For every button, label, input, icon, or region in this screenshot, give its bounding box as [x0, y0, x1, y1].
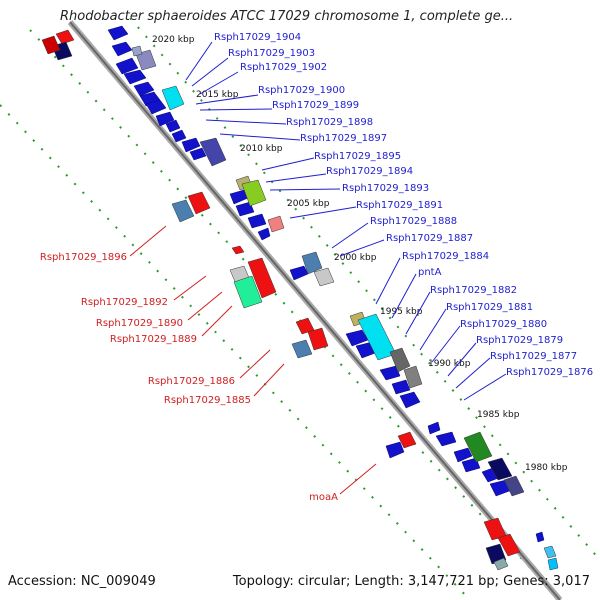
accession-label: Accession: NC_009049 — [8, 574, 156, 589]
reverse-gene-features[interactable] — [41, 29, 521, 571]
gene-label[interactable]: Rsph17029_1899 — [272, 100, 359, 111]
reverse-gene-labels: Rsph17029_1896 Rsph17029_1892 Rsph17029_… — [40, 252, 338, 503]
tick-labels: 2020 kbp 2015 kbp 2010 kbp 2005 kbp 2000… — [152, 35, 568, 473]
gene-label[interactable]: Rsph17029_1890 — [96, 318, 183, 329]
gene-label[interactable]: Rsph17029_1892 — [81, 297, 168, 308]
gene-label[interactable]: Rsph17029_1881 — [446, 302, 533, 313]
gene-label[interactable]: Rsph17029_1903 — [228, 48, 315, 59]
gene-label[interactable]: Rsph17029_1876 — [506, 367, 593, 378]
grid-line-inner-forward — [29, 29, 561, 600]
gene-label[interactable]: Rsph17029_1898 — [286, 117, 373, 128]
tick-label: 2010 kbp — [240, 144, 283, 154]
gene-label[interactable]: Rsph17029_1891 — [356, 200, 443, 211]
chromosome-backbone-core — [69, 21, 561, 600]
forward-gene-labels: Rsph17029_1904 Rsph17029_1903 Rsph17029_… — [214, 32, 593, 378]
gene-label[interactable]: Rsph17029_1893 — [342, 183, 429, 194]
gene-label[interactable]: Rsph17029_1877 — [490, 351, 577, 362]
tick-label: 1995 kbp — [380, 307, 423, 317]
gene-label[interactable]: Rsph17029_1887 — [386, 233, 473, 244]
tick-label: 2020 kbp — [152, 35, 195, 45]
gene-label[interactable]: Rsph17029_1880 — [460, 319, 547, 330]
gene-label[interactable]: Rsph17029_1886 — [148, 376, 235, 387]
tick-label: 1980 kbp — [525, 463, 568, 473]
colored-gene-features[interactable] — [131, 45, 559, 571]
gene-label[interactable]: Rsph17029_1885 — [164, 395, 251, 406]
tick-label: 1985 kbp — [477, 410, 520, 420]
tick-label: 2000 kbp — [334, 253, 377, 263]
reverse-label-leaders — [129, 225, 377, 495]
gene-label[interactable]: Rsph17029_1896 — [40, 252, 127, 263]
gene-label[interactable]: Rsph17029_1904 — [214, 32, 301, 43]
gene-label[interactable]: Rsph17029_1897 — [300, 133, 387, 144]
topology-summary: Topology: circular; Length: 3,147,721 bp… — [232, 574, 590, 589]
gene-label[interactable]: Rsph17029_1894 — [326, 166, 413, 177]
tick-label: 1990 kbp — [428, 359, 471, 369]
tick-label: 2015 kbp — [196, 90, 239, 100]
gene-label[interactable]: Rsph17029_1882 — [430, 285, 517, 296]
gene-label[interactable]: Rsph17029_1889 — [110, 334, 197, 345]
gene-label[interactable]: Rsph17029_1879 — [476, 335, 563, 346]
tick-label: 2005 kbp — [287, 199, 330, 209]
gene-label[interactable]: Rsph17029_1888 — [370, 216, 457, 227]
gene-label[interactable]: pntA — [418, 267, 442, 278]
gene-label[interactable]: Rsph17029_1895 — [314, 151, 401, 162]
gene-label[interactable]: Rsph17029_1902 — [240, 62, 327, 73]
gene-label[interactable]: Rsph17029_1884 — [402, 251, 489, 262]
map-title: Rhodobacter sphaeroides ATCC 17029 chrom… — [60, 9, 514, 24]
forward-label-leaders — [185, 41, 507, 401]
gene-label[interactable]: moaA — [309, 492, 338, 503]
gene-label[interactable]: Rsph17029_1900 — [258, 85, 345, 96]
